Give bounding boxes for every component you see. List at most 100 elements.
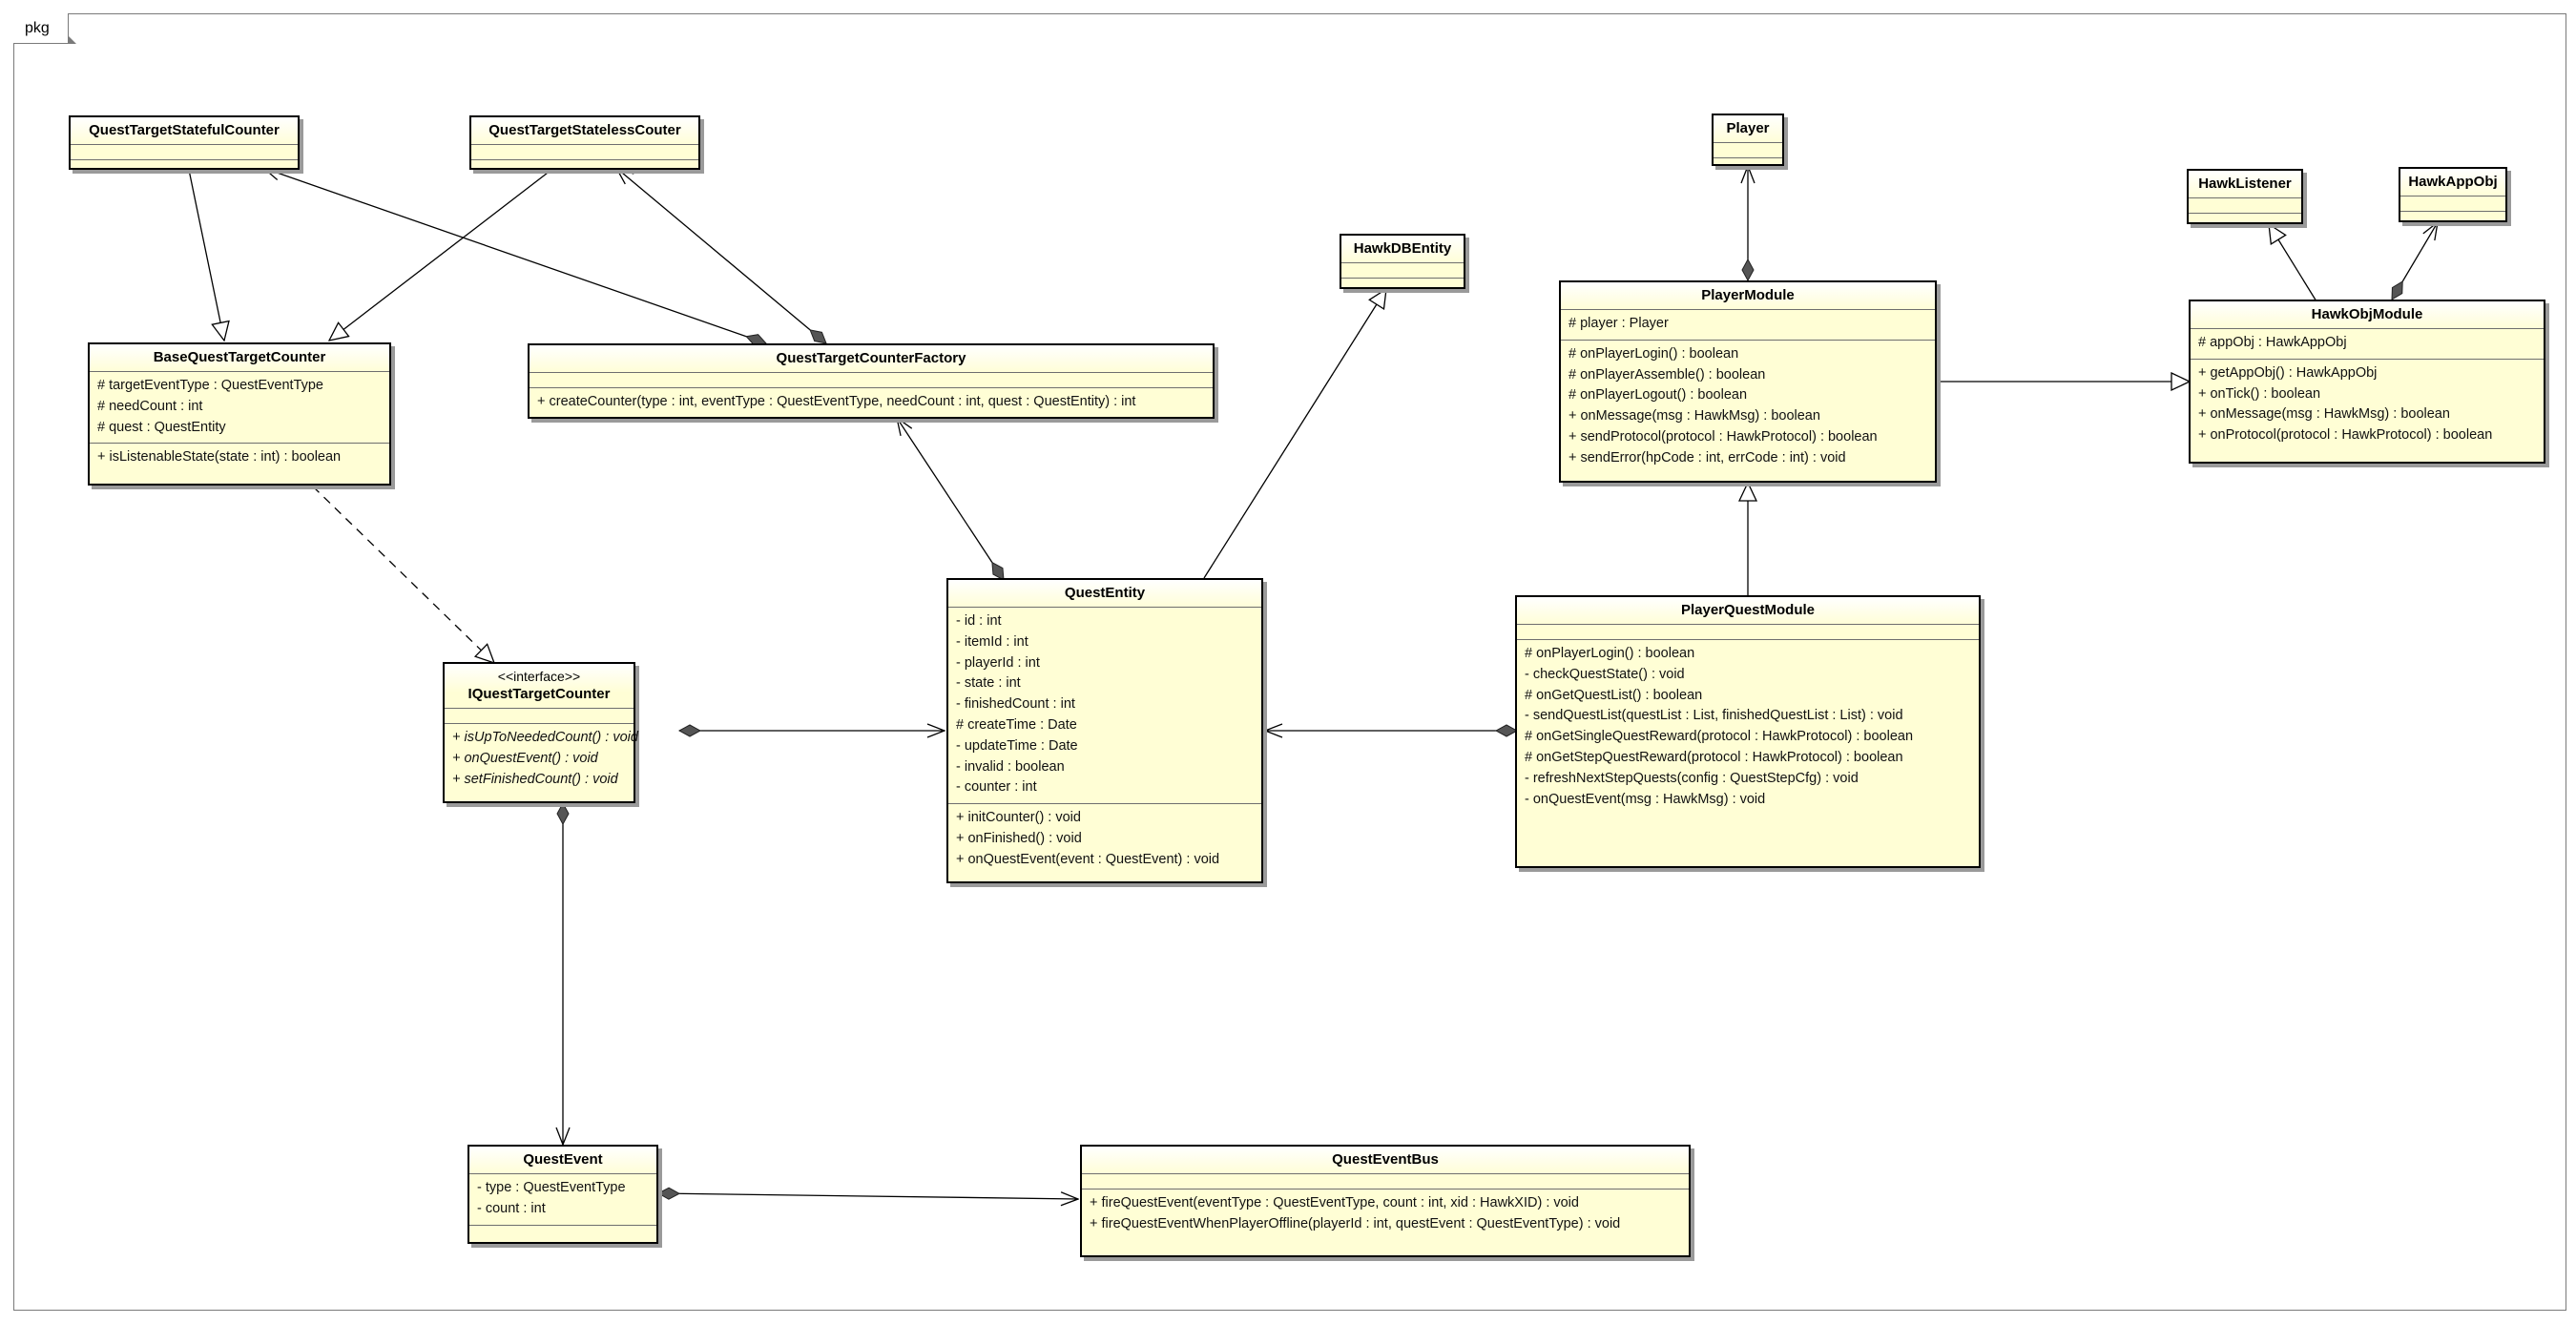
operation-compartment <box>2189 214 2301 228</box>
operation: # onGetStepQuestReward(protocol : HawkPr… <box>1525 749 1903 765</box>
attribute: # player : Player <box>1568 316 1669 331</box>
operation-compartment <box>469 1226 656 1240</box>
class-quest-target-stateless-couter[interactable]: QuestTargetStatelessCouter <box>469 115 700 170</box>
attribute: - count : int <box>477 1200 546 1216</box>
class-name: IQuestTargetCounter <box>467 686 611 702</box>
class-name: BaseQuestTargetCounter <box>153 349 326 365</box>
operation: - refreshNextStepQuests(config : QuestSt… <box>1525 770 1859 786</box>
class-header: PlayerModule <box>1561 282 1935 310</box>
operation: # onPlayerAssemble() : boolean <box>1568 366 1766 383</box>
class-base-quest-target-counter[interactable]: BaseQuestTargetCounter # targetEventType … <box>88 342 391 486</box>
class-header: QuestTargetCounterFactory <box>530 345 1213 373</box>
operation: - sendQuestList(questList : List, finish… <box>1525 708 1903 724</box>
operation: + onQuestEvent(event : QuestEvent) : voi… <box>956 851 1220 867</box>
edge-base-realizes-iface <box>312 486 494 663</box>
operation-compartment <box>1714 158 1782 173</box>
class-name: QuestEvent <box>523 1151 603 1168</box>
edge-objmodule-to-listener <box>2269 224 2317 302</box>
operation: + setFinishedCount() : void <box>452 771 618 787</box>
attribute-compartment <box>71 145 298 160</box>
attribute-compartment: # targetEventType : QuestEventType # need… <box>90 372 389 445</box>
edge-stateful-to-base <box>188 169 224 341</box>
class-quest-entity[interactable]: QuestEntity- id : int- itemId : int- pla… <box>946 578 1263 883</box>
operation-compartment: # onPlayerLogin() : boolean - checkQuestS… <box>1517 640 1979 815</box>
attribute-compartment <box>445 709 634 724</box>
class-quest-event[interactable]: QuestEvent - type : QuestEventType - count… <box>467 1145 658 1244</box>
class-header: Player <box>1714 115 1782 143</box>
class-quest-target-counter-factory[interactable]: QuestTargetCounterFactory + createCounter… <box>528 343 1215 419</box>
operation-compartment <box>2400 212 2505 226</box>
attribute-compartment <box>471 145 698 160</box>
attribute-compartment <box>1082 1174 1689 1190</box>
attribute-compartment: - id : int- itemId : int- playerId : int… <box>948 608 1261 805</box>
edge-factory-to-stateless <box>616 168 826 343</box>
operation-compartment: + initCounter() : void+ onFinished() : v… <box>948 804 1261 875</box>
class-player-module[interactable]: PlayerModule # player : Player # onPlayerL… <box>1559 280 1937 483</box>
operation: # onPlayerLogout() : boolean <box>1568 387 1748 403</box>
attribute-compartment <box>1341 263 1464 279</box>
class-name: HawkAppObj <box>2408 174 2498 190</box>
class-header: HawkObjModule <box>2191 301 2544 329</box>
edge-event-to-bus <box>658 1193 1078 1199</box>
operation: + isListenableState(state : int) : boole… <box>97 449 342 465</box>
attribute: - id : int <box>956 613 1002 629</box>
edge-objmodule-to-appobj <box>2391 222 2438 300</box>
class-name: HawkObjModule <box>2311 306 2423 322</box>
edge-stateless-to-base <box>329 169 552 341</box>
class-quest-target-stateful-counter[interactable]: QuestTargetStatefulCounter <box>69 115 300 170</box>
class-name: HawkDBEntity <box>1353 240 1452 257</box>
class-name: Player <box>1726 120 1770 136</box>
class-header: QuestTargetStatefulCounter <box>71 117 298 145</box>
class-header: HawkListener <box>2189 171 2301 198</box>
attribute-compartment <box>2189 198 2301 214</box>
edge-entity-to-factory <box>897 418 1004 580</box>
class-stereotype: <<interface>> <box>497 669 581 684</box>
attribute: - state : int <box>956 675 1021 692</box>
class-hawk-obj-module[interactable]: HawkObjModule # appObj : HawkAppObj + getA… <box>2189 300 2545 464</box>
class-header: HawkAppObj <box>2400 169 2505 197</box>
class-header: QuestEvent <box>469 1147 656 1174</box>
attribute-compartment: # player : Player <box>1561 310 1935 341</box>
class-name: QuestTargetCounterFactory <box>776 350 966 366</box>
operation: + onTick() : boolean <box>2198 385 2321 402</box>
operation: + onMessage(msg : HawkMsg) : boolean <box>1568 408 1820 424</box>
operation: + sendError(hpCode : int, errCode : int)… <box>1568 449 1846 465</box>
operation-compartment: + isListenableState(state : int) : boole… <box>90 444 389 473</box>
operation: + getAppObj() : HawkAppObj <box>2198 364 2378 381</box>
class-header: QuestEventBus <box>1082 1147 1689 1174</box>
attribute: - updateTime : Date <box>956 737 1078 754</box>
operation-compartment: + isUpToNeededCount() : void+ onQuestEve… <box>445 724 638 795</box>
operation: # onGetQuestList() : boolean <box>1525 687 1703 703</box>
operation: # onPlayerLogin() : boolean <box>1568 345 1739 362</box>
interface-iquest-target-counter[interactable]: <<interface>> IQuestTargetCounter + isUpTo… <box>443 662 638 803</box>
class-player[interactable]: Player <box>1712 114 1784 166</box>
attribute-compartment <box>2400 197 2505 212</box>
class-quest-event-bus[interactable]: QuestEventBus + fireQuestEvent(eventType … <box>1080 1145 1691 1257</box>
class-player-quest-module[interactable]: PlayerQuestModule# onPlayerLogin() : boo… <box>1515 595 1981 868</box>
class-header: QuestEntity <box>948 580 1261 608</box>
operation: - checkQuestState() : void <box>1525 666 1685 682</box>
attribute: - counter : int <box>956 779 1037 796</box>
attribute-compartment: - type : QuestEventType - count : int <box>469 1174 656 1226</box>
class-hawk-listener[interactable]: HawkListener <box>2187 169 2303 224</box>
attribute: # createTime : Date <box>956 716 1077 733</box>
class-hawk-db-entity[interactable]: HawkDBEntity <box>1340 234 1465 289</box>
class-header: <<interface>> IQuestTargetCounter <box>445 664 634 709</box>
operation: # onPlayerLogin() : boolean <box>1525 646 1695 661</box>
attribute: # quest : QuestEntity <box>97 419 226 435</box>
attribute: # needCount : int <box>97 398 203 414</box>
class-name: QuestTargetStatefulCounter <box>89 122 280 138</box>
class-hawk-app-obj[interactable]: HawkAppObj <box>2399 167 2507 222</box>
attribute-compartment: # appObj : HawkAppObj <box>2191 329 2544 360</box>
operation: + createCounter(type : int, eventType : … <box>537 394 1136 409</box>
operation-compartment: # onPlayerLogin() : boolean # onPlayerAss… <box>1561 341 1935 474</box>
attribute: - type : QuestEventType <box>477 1180 626 1195</box>
operation-compartment: + fireQuestEvent(eventType : QuestEventT… <box>1082 1190 1689 1240</box>
class-name: QuestTargetStatelessCouter <box>488 122 681 138</box>
attribute: # targetEventType : QuestEventType <box>97 378 323 393</box>
operation: + fireQuestEvent(eventType : QuestEventT… <box>1090 1195 1579 1210</box>
operation: + onProtocol(protocol : HawkProtocol) : … <box>2198 427 2493 444</box>
class-name: HawkListener <box>2198 176 2292 192</box>
operation: + onQuestEvent() : void <box>452 750 598 766</box>
